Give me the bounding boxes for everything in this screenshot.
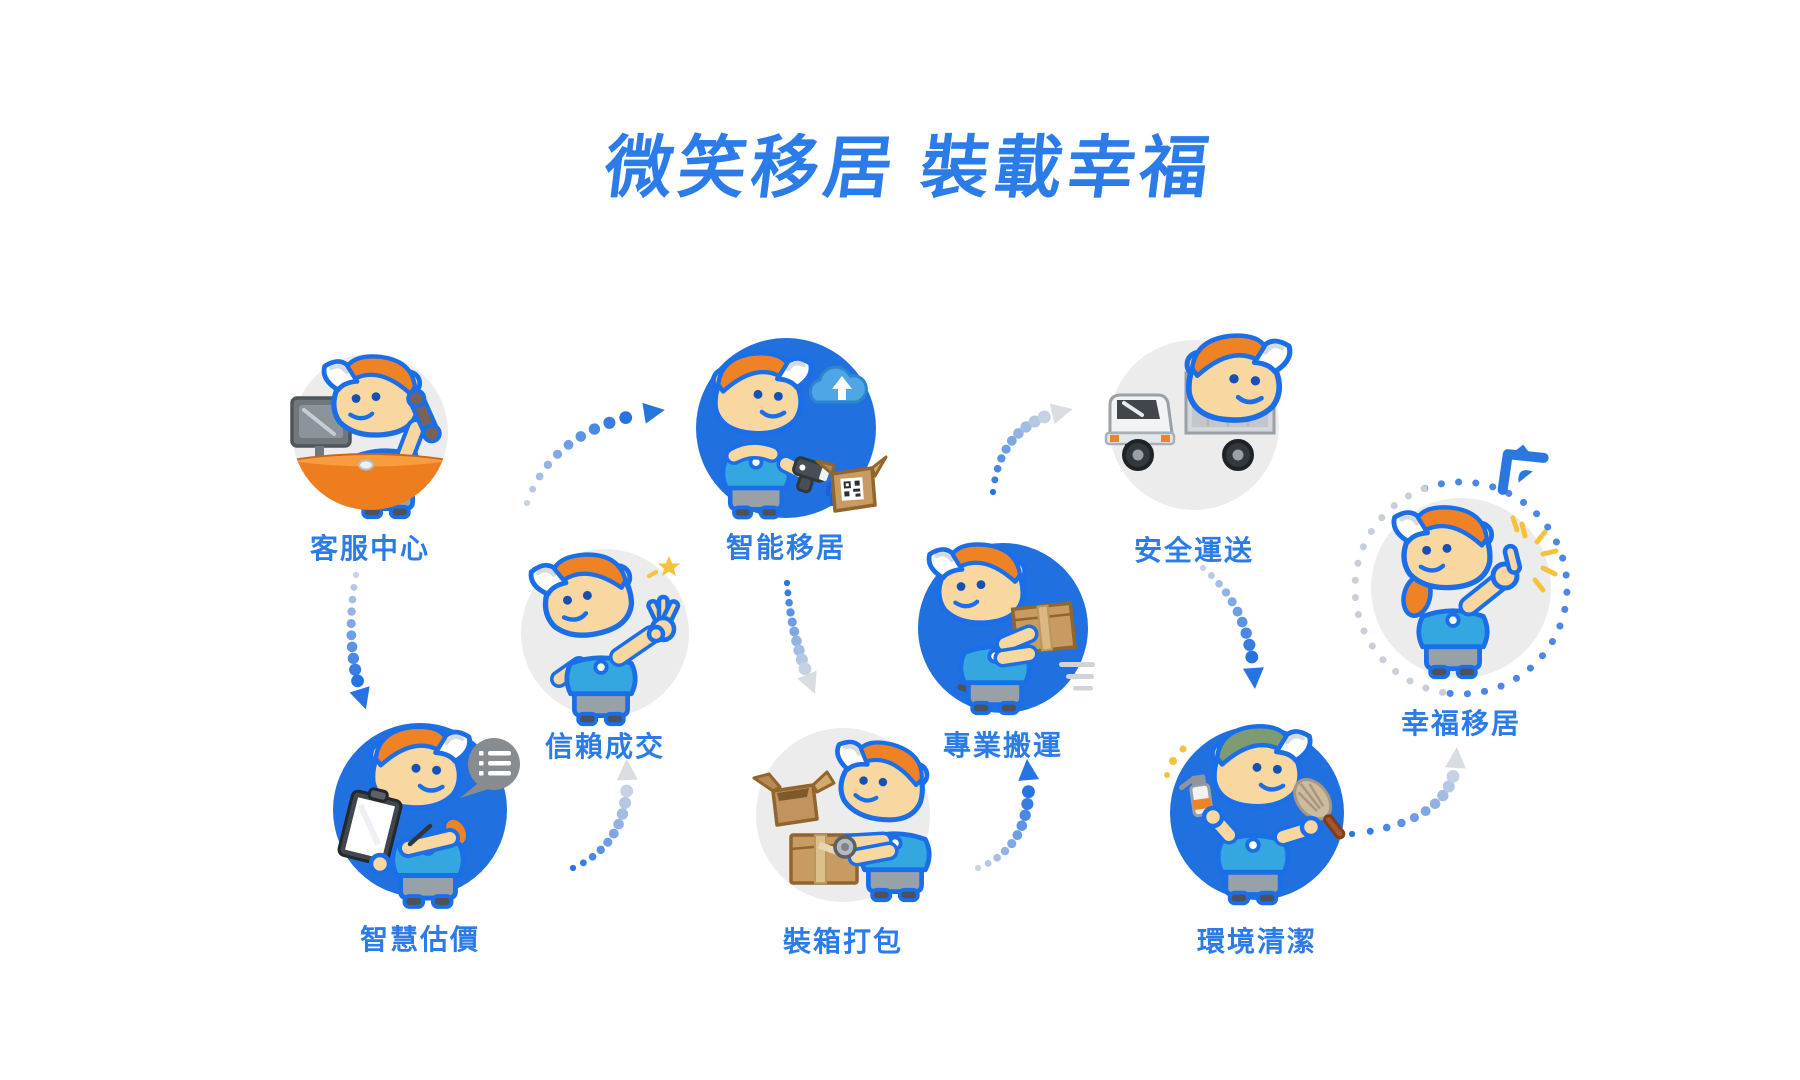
page-title: 微笑移居 裝載幸福 xyxy=(600,130,1218,206)
rhino-clipboard-icon xyxy=(333,723,520,940)
barcode-scanner-icon xyxy=(792,456,830,494)
rhino-ok-sign-icon xyxy=(521,503,689,763)
list-speech-bubble-icon xyxy=(460,738,520,798)
rhino-packing-icon xyxy=(752,728,973,945)
step-label: 客服中心 xyxy=(309,533,431,564)
dotted-ring xyxy=(1421,478,1571,698)
rhino-scanner-icon xyxy=(696,338,888,558)
house-icon xyxy=(1497,444,1549,495)
step-label: 裝箱打包 xyxy=(782,926,904,957)
truck-icon xyxy=(1104,336,1290,471)
rhino-cleaning-icon xyxy=(1164,683,1346,943)
dotted-ring-pale xyxy=(1351,484,1447,696)
step-label: 環境清潔 xyxy=(1196,926,1318,957)
star-icon xyxy=(647,556,680,578)
rhino-carry-box-icon xyxy=(918,498,1095,758)
sparkle-rays-icon xyxy=(1510,515,1559,593)
droplets-icon xyxy=(1164,745,1187,778)
rhino-call-center-icon xyxy=(290,302,448,562)
step-label: 智慧估價 xyxy=(359,924,481,955)
rhino-thumbs-up-icon xyxy=(1351,444,1571,698)
step-label: 安全運送 xyxy=(1133,535,1255,566)
step-label: 信賴成交 xyxy=(544,731,666,762)
rhino-truck-icon xyxy=(1104,295,1324,510)
step-label: 智能移居 xyxy=(725,532,847,563)
speed-lines-icon xyxy=(1059,662,1095,691)
qr-box-icon xyxy=(815,455,888,513)
open-box-icon xyxy=(752,770,836,827)
feather-duster-icon xyxy=(1293,778,1346,840)
ok-hand-icon xyxy=(646,594,681,644)
cloud-upload-icon xyxy=(808,365,868,404)
step-label: 幸福移居 xyxy=(1400,708,1522,739)
step-label: 專業搬運 xyxy=(942,730,1064,761)
